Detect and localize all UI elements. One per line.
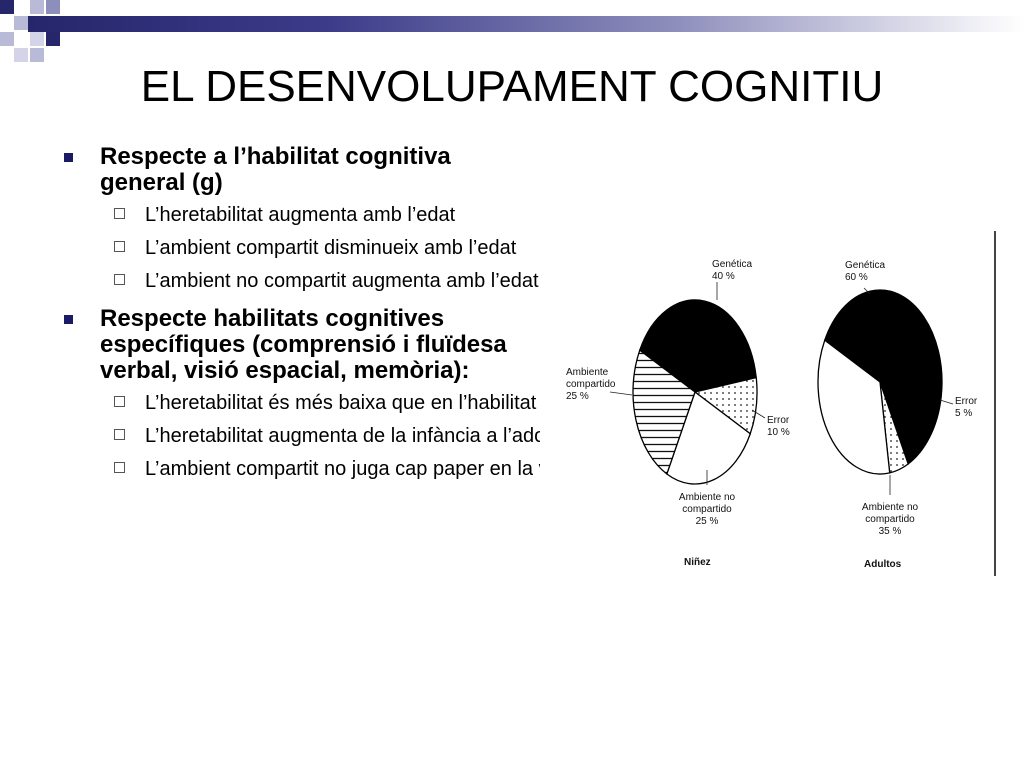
sub-bullet-2-1: L’heretabilitat és més baixa que en l’ha…	[60, 392, 540, 414]
sub-bullet-2-2: L’heretabilitat augmenta de la infància …	[60, 425, 540, 447]
hollow-square-bullet-icon	[114, 241, 125, 252]
chart-frame-edge	[994, 231, 996, 576]
sub-bullet-text: L’ambient compartit no juga cap paper en…	[145, 458, 540, 480]
square-bullet-icon	[64, 153, 73, 162]
title-bar-gradient	[28, 16, 1024, 32]
page-title: EL DESENVOLUPAMENT COGNITIU	[140, 62, 884, 111]
pie-slice-genética	[823, 289, 943, 466]
bullet-list: Respecte a l’habilitat cognitiva general…	[60, 144, 540, 491]
sub-bullet-text: L’ambient compartit disminueix amb l’eda…	[145, 237, 517, 259]
bullet-1: Respecte a l’habilitat cognitiva general…	[60, 144, 540, 196]
square-bullet-icon	[64, 315, 73, 324]
pie-slice-ambiente-no-compartido	[817, 339, 891, 475]
sub-bullet-text: L’ambient no compartit augmenta amb l’ed…	[145, 270, 539, 292]
sub-bullet-1-2: L’ambient compartit disminueix amb l’eda…	[60, 237, 540, 259]
pie-slice-genética	[638, 299, 757, 393]
hollow-square-bullet-icon	[114, 462, 125, 473]
sub-bullet-1-3: L’ambient no compartit augmenta amb l’ed…	[60, 270, 540, 292]
bullet-2: Respecte habilitats cognitives específiq…	[60, 306, 540, 384]
hollow-square-bullet-icon	[114, 429, 125, 440]
bullet-2-text: Respecte habilitats cognitives específiq…	[100, 305, 507, 384]
hollow-square-bullet-icon	[114, 208, 125, 219]
hollow-square-bullet-icon	[114, 274, 125, 285]
sub-bullet-text: L’heretabilitat augmenta amb l’edat	[145, 204, 456, 226]
label-leader-line	[939, 399, 954, 405]
label-leader-line	[751, 409, 766, 419]
sub-bullet-1-1: L’heretabilitat augmenta amb l’edat	[60, 204, 540, 226]
pie-slice-ambiente-compartido	[632, 349, 696, 476]
sub-bullet-2-3: L’ambient compartit no juga cap paper en…	[60, 458, 540, 480]
sub-bullet-text: L’heretabilitat és més baixa que en l’ha…	[145, 392, 540, 414]
hollow-square-bullet-icon	[114, 396, 125, 407]
label-leader-line	[609, 391, 633, 396]
bullet-1-text: Respecte a l’habilitat cognitiva general…	[100, 144, 451, 196]
sub-bullet-text: L’heretabilitat augmenta de la infància …	[145, 425, 540, 447]
pie-chart-title: Niñez	[684, 557, 711, 568]
label-leader-line	[863, 287, 871, 295]
pie-chart-title: Adultos	[864, 559, 902, 570]
